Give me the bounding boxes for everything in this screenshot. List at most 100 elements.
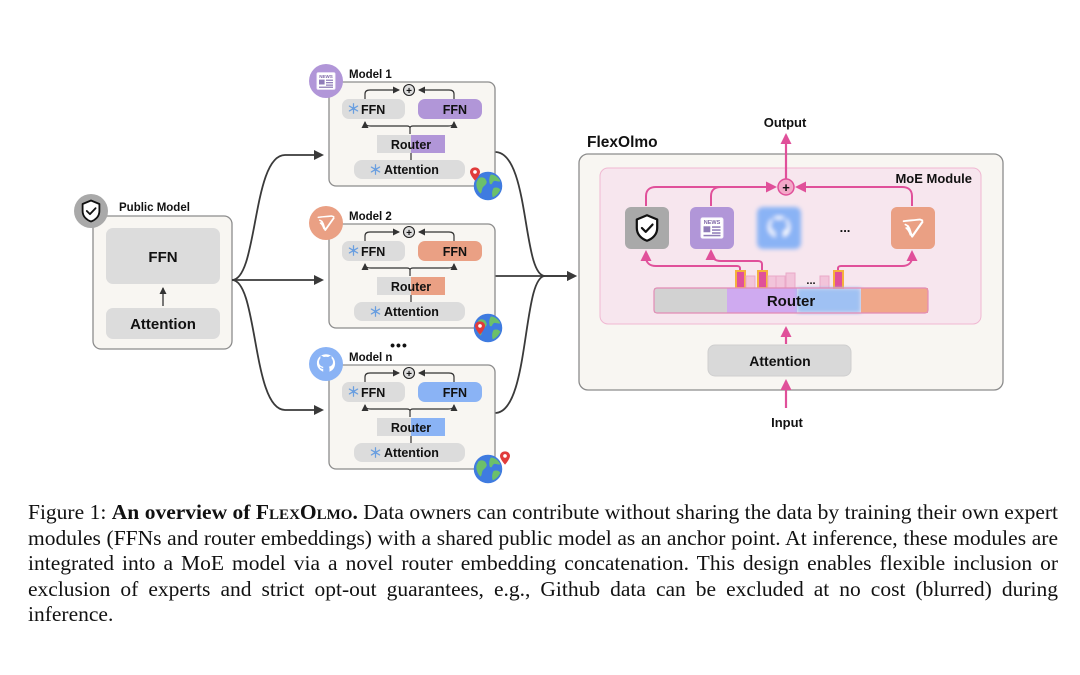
shield-check-icon xyxy=(635,214,659,242)
moe-expert-4 xyxy=(891,207,935,249)
sum-node xyxy=(402,225,416,239)
globe-icon xyxy=(473,454,503,484)
arrow-from-model-1 xyxy=(494,151,577,281)
expert-ffn-label: FFN xyxy=(443,245,467,259)
router-score xyxy=(775,275,786,289)
router-to-expert-1 xyxy=(640,250,741,272)
router-label: Router xyxy=(391,138,431,152)
moe-expert-3 xyxy=(757,207,801,249)
router-seg-public xyxy=(654,288,727,313)
news-icon xyxy=(316,72,336,90)
router-input-lines xyxy=(640,249,918,272)
arrow-to-model-1 xyxy=(231,150,324,281)
expert-4-output-line xyxy=(795,181,913,206)
public-attention-block xyxy=(106,308,220,339)
shield-check-icon xyxy=(81,199,101,223)
router-score xyxy=(745,275,756,289)
expert-ffn-sum-line xyxy=(418,228,455,242)
caption-title: An overview of FlexOlmo. xyxy=(111,500,358,524)
experts-ellipsis: ... xyxy=(840,220,851,235)
router-score-selected xyxy=(757,270,768,289)
caption-prefix: Figure 1: xyxy=(28,500,112,524)
router-expert-part xyxy=(411,135,445,153)
frozen-ffn-block xyxy=(342,382,405,402)
sum-node xyxy=(402,83,416,97)
router-score-selected xyxy=(735,270,746,289)
attention-block xyxy=(354,160,465,179)
expert-tile xyxy=(757,207,801,249)
moe-expert-1 xyxy=(625,207,669,249)
output-label: Output xyxy=(764,115,807,130)
expert-ffn-label: FFN xyxy=(443,386,467,400)
moe-module-title: MoE Module xyxy=(895,171,972,186)
router-to-expert-ffn xyxy=(409,404,458,412)
model-title: Model 2 xyxy=(349,211,392,223)
frozen-ffn-sum-line xyxy=(364,369,400,383)
attention-label: Attention xyxy=(384,446,439,460)
model-badge xyxy=(309,206,343,240)
router-seg-book xyxy=(861,288,928,313)
moe-attention-label: Attention xyxy=(749,353,810,369)
arrow-to-model-n xyxy=(231,279,324,415)
router-ellipsis: ... xyxy=(806,275,815,287)
expert-ffn-block xyxy=(418,99,482,119)
frozen-ffn-block xyxy=(342,241,405,261)
frozen-ffn-label: FFN xyxy=(361,386,385,400)
plus-icon: + xyxy=(406,228,412,239)
frozen-ffn-sum-line xyxy=(364,228,400,242)
expert-ffn-block xyxy=(418,241,482,261)
expert-ffn-block xyxy=(418,382,482,402)
moe-attention-block xyxy=(707,344,852,377)
router-seg-github xyxy=(797,288,861,313)
router-shared-part xyxy=(377,277,411,295)
router-to-expert-2 xyxy=(705,249,763,272)
moe-router: Router xyxy=(653,287,929,314)
router-label: Router xyxy=(391,421,431,435)
moe-router-label: Router xyxy=(767,293,815,310)
attention-label: Attention xyxy=(384,163,439,177)
router-label: Router xyxy=(391,280,431,294)
expert-output-lines xyxy=(645,181,913,206)
expert-1-output-line xyxy=(645,181,777,206)
model-title: Model n xyxy=(349,352,392,364)
input-label: Input xyxy=(771,415,803,430)
public-attention-label: Attention xyxy=(130,316,196,333)
plus-icon: + xyxy=(406,86,412,97)
models-ellipsis: ••• xyxy=(390,337,408,353)
expert-tile xyxy=(891,207,935,249)
arrow-from-model-n xyxy=(494,275,546,414)
attention-block xyxy=(354,443,465,462)
frozen-ffn-block xyxy=(342,99,405,119)
model-title: Model 1 xyxy=(349,69,392,81)
router-score xyxy=(785,272,796,289)
public-ffn-block xyxy=(106,228,220,284)
caption-flexolmo: FlexOlmo xyxy=(255,500,353,524)
plus-icon: + xyxy=(782,180,790,195)
frozen-ffn-label: FFN xyxy=(361,245,385,259)
router-seg-news xyxy=(727,288,797,313)
router-to-expert-4 xyxy=(837,250,918,272)
news-icon xyxy=(700,217,724,239)
public-model: FFN Attention Public Model xyxy=(74,194,233,350)
frozen-ffn-sum-line xyxy=(364,86,400,100)
sum-node xyxy=(777,178,795,196)
expert-2-output-line xyxy=(710,186,722,206)
router-shared-part xyxy=(377,418,411,436)
attention-label: Attention xyxy=(384,305,439,319)
router-to-expert-ffn xyxy=(409,121,458,129)
router-expert-part xyxy=(411,277,445,295)
flexolmo-diagram: NEWS xyxy=(74,64,1004,484)
plus-icon: + xyxy=(406,369,412,380)
location-pin-icon xyxy=(500,451,510,465)
flexolmo-title: FlexOlmo xyxy=(587,134,658,151)
fan-out-arrows xyxy=(231,150,324,415)
fan-in-arrows xyxy=(494,151,577,414)
router-expert-part xyxy=(411,418,445,436)
router-outline xyxy=(653,287,929,314)
moe-experts xyxy=(625,207,935,249)
moe-expert-2 xyxy=(690,207,734,249)
